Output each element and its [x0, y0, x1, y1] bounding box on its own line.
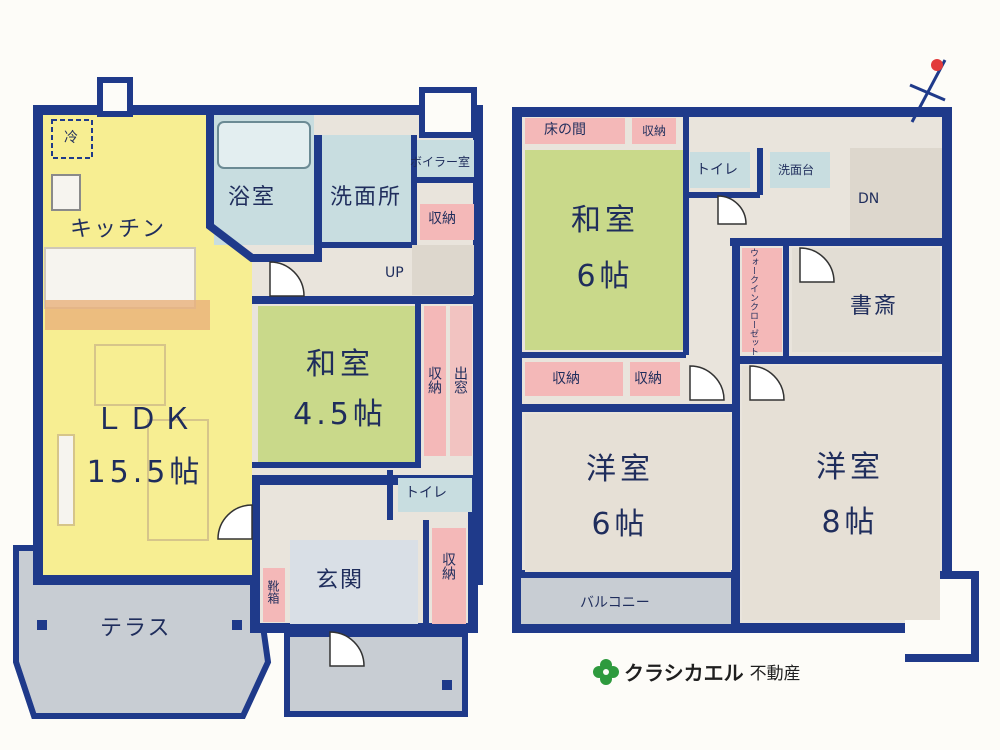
- door-arc-2f-a: [689, 365, 725, 401]
- youshitsu8-label: 洋室: [816, 450, 884, 485]
- stair-2f: [850, 148, 942, 238]
- kitchen-label: キッチン: [70, 217, 167, 242]
- top-storage-label: 収納: [642, 124, 667, 138]
- stair-storage-label: 収納: [428, 211, 456, 227]
- washitsu45-size-label: 4.5帖: [293, 397, 387, 432]
- entrance-storage-label: 収納: [440, 552, 456, 580]
- bath-label: 浴室: [228, 185, 277, 210]
- stair-storage: [420, 204, 474, 240]
- compass-north-icon: [931, 59, 943, 71]
- compass-cross: [909, 83, 946, 102]
- bathtub: [217, 121, 311, 169]
- top-entry: [97, 77, 133, 117]
- wash-wall: [318, 177, 474, 248]
- brand-name: クラシカエル: [624, 660, 744, 685]
- side-storage-label: 収納: [426, 366, 442, 394]
- kitchen-stove: [51, 174, 81, 211]
- entrance-label: 玄関: [316, 568, 365, 593]
- shoe-box-label: 靴箱: [266, 580, 280, 604]
- entrance-porch: [284, 631, 468, 717]
- washroom-area: [322, 135, 414, 245]
- top-right-entry: [419, 87, 477, 138]
- door-arc-entry: [329, 631, 365, 667]
- bath-wall: [206, 115, 322, 262]
- tokonoma-label: 床の間: [544, 122, 586, 138]
- sofa: [147, 419, 209, 541]
- storage-mid-2f-label: 収納: [634, 371, 662, 387]
- storage-mid-2f: [630, 362, 680, 396]
- youshitsu6-size-label: 6帖: [591, 507, 649, 542]
- door-arc-2f-b: [749, 365, 785, 401]
- toilet2-label: トイレ: [696, 162, 738, 178]
- brand-suffix: 不動産: [749, 663, 801, 684]
- stair-area: [412, 245, 474, 295]
- door-arc-hall: [269, 261, 305, 297]
- entrance-storage: [432, 528, 466, 624]
- terrace-label: テラス: [100, 616, 172, 641]
- youshitsu8-size-label: 8帖: [821, 505, 879, 540]
- fridge-box: [51, 119, 93, 159]
- washitsu6-size-label: 6帖: [576, 259, 634, 294]
- youshitsu8-floor: [742, 366, 940, 620]
- fridge-label: 冷: [64, 130, 78, 146]
- kitchen-counter: [44, 247, 196, 309]
- walkin-label: ウォークインクローゼット: [748, 248, 758, 356]
- bay-window-label: 出窓: [452, 366, 468, 394]
- boiler-label: ボイラー室: [410, 155, 471, 169]
- ldk-label: ＬＤＫ: [94, 402, 196, 437]
- storage-left-2f-label: 収納: [552, 371, 580, 387]
- porch-post: [442, 680, 452, 690]
- washitsu45-label: 和室: [306, 347, 374, 382]
- floor2-plan: [512, 59, 979, 662]
- door-arc-ldk: [217, 504, 253, 540]
- terrace-post-left: [37, 620, 47, 630]
- toilet2-area: [690, 152, 750, 188]
- entrance-floor: [290, 540, 418, 624]
- door-arc-2f-d: [717, 195, 747, 225]
- balcony-label: バルコニー: [580, 595, 650, 611]
- toilet1-label: トイレ: [405, 485, 447, 501]
- door-arc-2f-c: [799, 247, 835, 283]
- sink-label: 洗面台: [778, 163, 815, 177]
- bay-window: [450, 306, 472, 456]
- side-storage: [424, 306, 446, 456]
- washitsu-floor: [258, 306, 416, 462]
- brand: クラシカエル 不動産: [596, 656, 801, 686]
- study-label: 書斎: [850, 294, 899, 319]
- ldk-size-label: 15.5帖: [86, 455, 204, 490]
- boiler-room: [414, 140, 474, 180]
- washroom-label: 洗面所: [330, 185, 403, 210]
- walkin-closet: [742, 248, 782, 352]
- washitsu6-floor: [525, 150, 683, 350]
- youshitsu6-label: 洋室: [586, 452, 654, 487]
- brand-logo-icon: [593, 659, 619, 685]
- kitchen-bar: [45, 300, 210, 330]
- tv-board: [57, 434, 75, 526]
- up-label: UP: [385, 265, 404, 281]
- storage-left-2f: [525, 362, 623, 396]
- dn-label: DN: [858, 191, 880, 207]
- floor1-plan: [13, 77, 483, 719]
- shoe-box: [263, 568, 285, 622]
- terrace-post-right: [232, 620, 242, 630]
- toilet1-area: [398, 478, 472, 512]
- top-storage: [632, 118, 676, 144]
- sink-area: [770, 152, 830, 188]
- dining-table: [94, 344, 166, 406]
- washitsu6-label: 和室: [571, 203, 639, 238]
- tokonoma: [525, 118, 625, 144]
- youshitsu6-floor: [525, 414, 731, 572]
